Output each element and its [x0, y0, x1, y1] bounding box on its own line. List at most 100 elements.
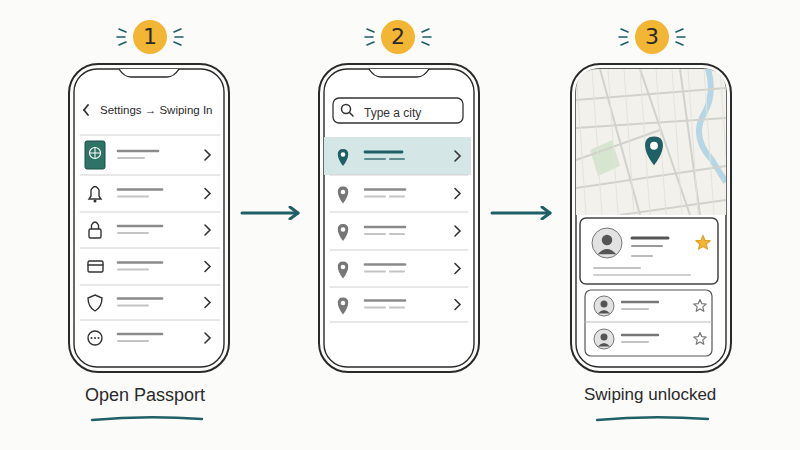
map-ground: [576, 69, 726, 215]
map-lane: [624, 69, 634, 215]
chevron: [205, 189, 210, 199]
callout-number: 2: [378, 23, 418, 51]
back-chevron: [84, 110, 88, 115]
row-divider: [585, 322, 712, 323]
flow-arrow: [492, 212, 550, 215]
spark-mark: [621, 29, 628, 32]
more-dot: [98, 337, 100, 339]
spark-mark: [422, 29, 429, 32]
text-placeholder: [390, 233, 404, 235]
phone-screen: [74, 69, 224, 367]
card-icon: [88, 264, 103, 265]
text-placeholder: [365, 263, 405, 266]
text-placeholder: [594, 274, 690, 276]
screen-header: Settings → Swiping In: [100, 104, 213, 116]
star-icon: [694, 333, 706, 345]
map-lane: [576, 69, 586, 215]
step-caption: Swiping unlocked: [584, 385, 716, 405]
spark-mark: [619, 36, 627, 38]
map-pin: [338, 187, 349, 204]
avatar-body: [598, 249, 617, 254]
spark-mark: [422, 42, 429, 45]
bell-icon: [89, 187, 101, 200]
map-pin: [338, 224, 349, 241]
spark-mark: [119, 29, 126, 32]
map-pin-dot: [341, 190, 346, 195]
text-placeholder: [594, 267, 640, 269]
text-placeholder: [118, 333, 162, 336]
row-divider: [80, 285, 220, 286]
phone-frame: Swiping unlocked: [570, 63, 732, 373]
avatar-head: [601, 301, 608, 308]
map-lane: [592, 69, 602, 215]
passport-globe: [95, 148, 96, 159]
row-divider: [80, 175, 220, 176]
map: [576, 69, 730, 215]
avatar-body: [598, 310, 610, 314]
text-placeholder: [118, 232, 148, 234]
text-placeholder: [622, 341, 648, 343]
bell-icon: [94, 200, 97, 203]
search-placeholder: Type a city: [364, 106, 421, 120]
phone-screen: [576, 69, 726, 367]
map-street: [600, 69, 640, 215]
star-icon: [696, 236, 710, 250]
row-divider: [330, 212, 468, 213]
row-divider: [80, 320, 220, 321]
text-placeholder: [118, 261, 162, 264]
text-placeholder: [365, 233, 385, 235]
card-icon: [88, 261, 103, 272]
phone-frame: Settings → Swiping InOpen Passport: [68, 63, 230, 373]
row-divider: [80, 248, 220, 249]
spark-mark: [621, 42, 628, 45]
search-icon: [350, 113, 354, 117]
avatar: [594, 296, 614, 316]
chevron: [205, 225, 210, 235]
spark-mark: [117, 36, 125, 38]
text-placeholder: [118, 150, 158, 153]
map-pin-dot: [341, 227, 346, 232]
text-placeholder: [622, 334, 658, 336]
map-street: [620, 200, 726, 215]
map-river: [699, 69, 726, 182]
callout-number: 3: [632, 23, 672, 51]
more-dot: [91, 337, 93, 339]
text-placeholder: [118, 188, 162, 191]
flow-arrow: [242, 212, 298, 215]
chevron: [205, 333, 210, 343]
phone-screen: [324, 69, 474, 367]
passport-globe: [90, 148, 101, 159]
more-icon: [88, 331, 102, 345]
map-pin: [338, 149, 349, 166]
text-placeholder: [390, 271, 404, 273]
spark-mark: [367, 29, 374, 32]
avatar-head: [601, 334, 608, 341]
shield-icon: [88, 295, 102, 311]
row-divider: [80, 135, 220, 136]
result-card: [585, 290, 712, 356]
spark-mark: [365, 36, 373, 38]
map-pin-dot: [341, 301, 346, 306]
text-placeholder: [118, 269, 148, 271]
spark-mark: [367, 42, 374, 45]
text-placeholder: [118, 157, 144, 159]
more-dot: [94, 337, 96, 339]
text-placeholder: [118, 340, 148, 342]
chevron: [455, 264, 460, 274]
chevron: [205, 298, 210, 308]
map-pin: [338, 262, 349, 279]
passport-icon: [85, 141, 105, 169]
text-placeholder: [390, 158, 404, 160]
spark-mark: [175, 36, 183, 38]
search-box: [333, 98, 463, 123]
caption-underline: [597, 417, 708, 420]
map-pin-dot: [341, 265, 346, 270]
chevron: [455, 189, 460, 199]
step-caption: Open Passport: [85, 385, 205, 406]
text-placeholder: [365, 307, 385, 309]
caption-underline: [92, 417, 202, 420]
text-placeholder: [632, 245, 662, 247]
text-placeholder: [118, 225, 162, 228]
text-placeholder: [118, 305, 148, 307]
map-lane: [672, 69, 682, 215]
